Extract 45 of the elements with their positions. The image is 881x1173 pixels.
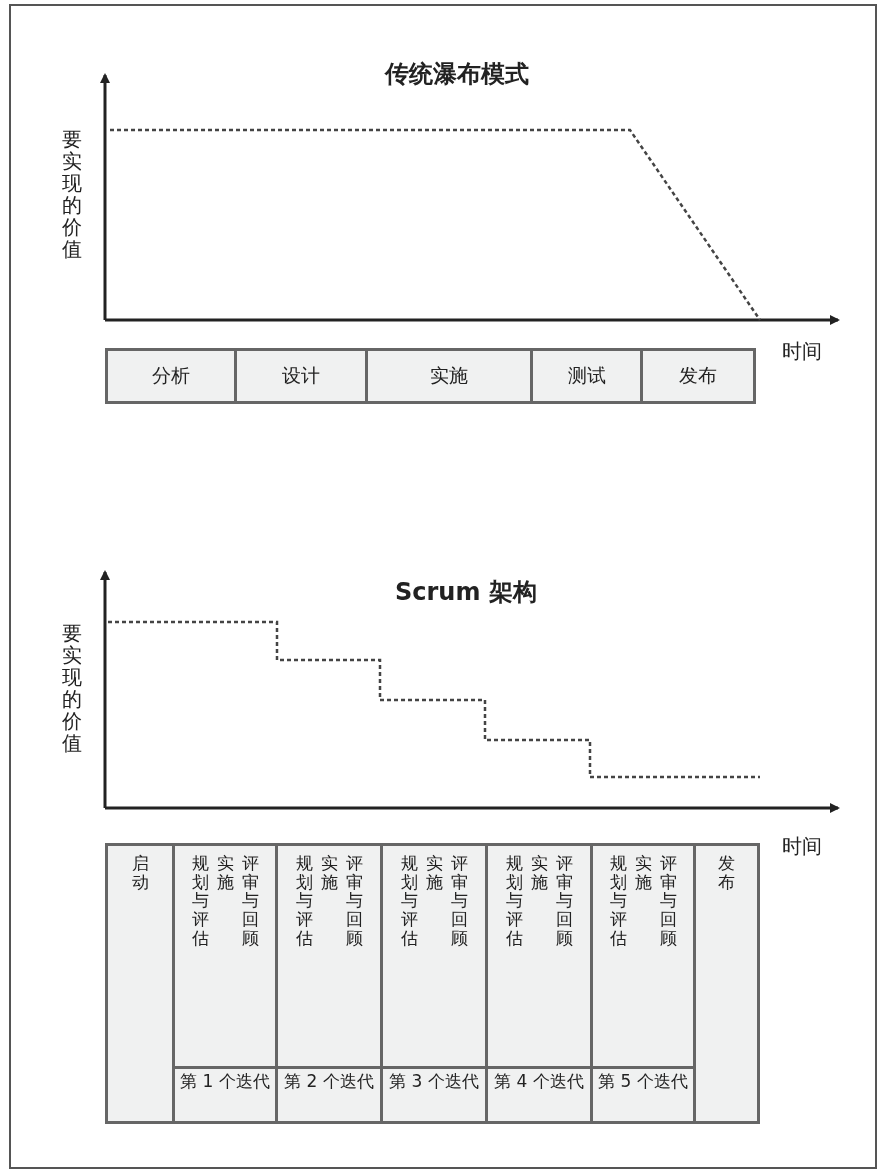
stage-label: 实施: [216, 854, 234, 892]
stage-label: 评审与回顾: [241, 854, 259, 948]
axis-label: 时间: [782, 833, 822, 860]
stage-label: 规划与评估: [505, 854, 523, 948]
phase-box: [530, 348, 643, 404]
stage-column: [485, 843, 593, 1124]
iteration-label: 第 1 个迭代: [180, 1071, 270, 1091]
phase-box: [640, 348, 756, 404]
stage-column: [693, 843, 760, 1124]
stage-label: 启动: [131, 854, 149, 892]
phase-label: 分析: [152, 363, 190, 388]
stage-label: 评审与回顾: [555, 854, 573, 948]
stage-label: 评审与回顾: [659, 854, 677, 948]
stage-label: 发布: [718, 854, 735, 892]
stage-label: 评审与回顾: [345, 854, 363, 948]
stage-label: 实施: [530, 854, 548, 892]
stage-label: 实施: [320, 854, 338, 892]
stage-column: [590, 843, 696, 1124]
iteration-label: 第 5 个迭代: [598, 1071, 688, 1091]
stage-label: 规划与评估: [400, 854, 418, 948]
stage-label: 规划与评估: [295, 854, 313, 948]
phase-box: [234, 348, 368, 404]
stage-label: 评审与回顾: [450, 854, 468, 948]
stage-label: 实施: [425, 854, 443, 892]
stage-column: [105, 843, 175, 1124]
stage-label: 规划与评估: [191, 854, 209, 948]
phase-box: [105, 348, 237, 404]
stage-column: [380, 843, 488, 1124]
stage-label: 规划与评估: [609, 854, 627, 948]
phase-box: [365, 348, 533, 404]
axis-label: 要实现的价值: [62, 128, 82, 260]
phase-label: 发布: [679, 363, 717, 388]
chart-title: Scrum 架构: [395, 577, 537, 608]
phase-label: 设计: [282, 363, 320, 388]
axis-label: 要实现的价值: [62, 622, 82, 754]
stage-column: [172, 843, 278, 1124]
iteration-label: 第 2 个迭代: [284, 1071, 374, 1091]
iteration-label: 第 4 个迭代: [494, 1071, 584, 1091]
iteration-label: 第 3 个迭代: [389, 1071, 479, 1091]
chart-title: 传统瀑布模式: [385, 59, 529, 90]
phase-label: 测试: [567, 363, 606, 388]
axis-label: 时间: [782, 338, 822, 365]
phase-label: 实施: [430, 363, 468, 388]
stage-column: [275, 843, 383, 1124]
stage-label: 实施: [634, 854, 652, 892]
